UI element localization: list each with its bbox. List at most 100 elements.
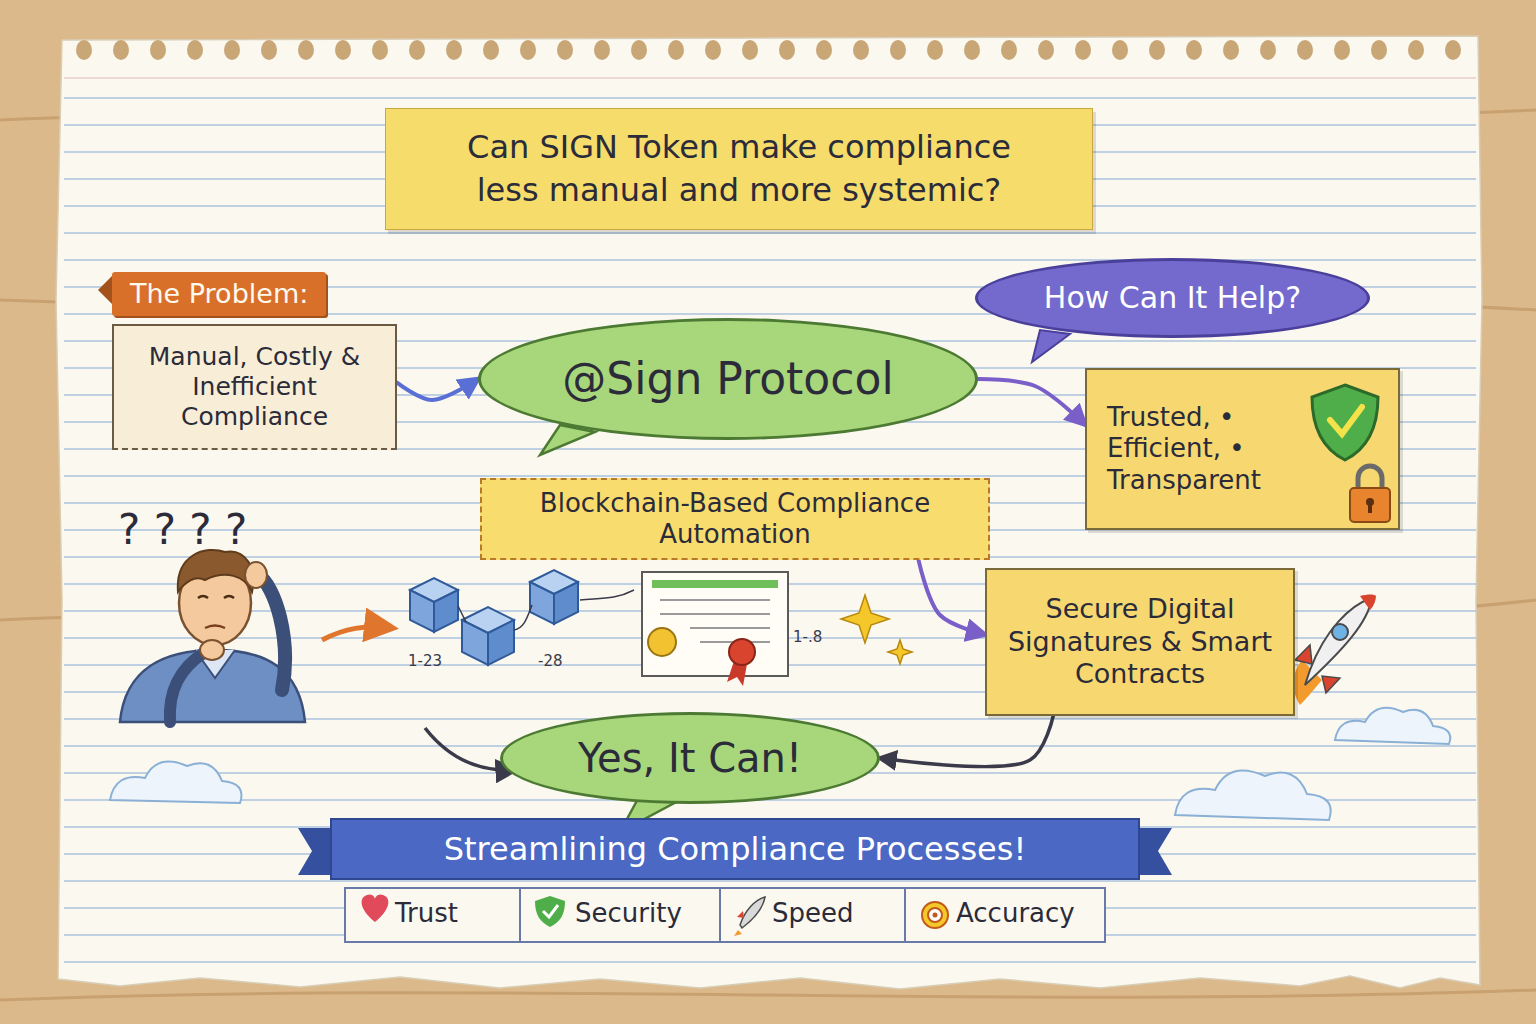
blockchain-cubes — [410, 570, 634, 665]
ribbon-end — [98, 276, 112, 304]
bubble-tail — [1032, 330, 1070, 362]
result-banner: Streamlining Compliance Processes! — [330, 818, 1140, 880]
certificate — [648, 628, 676, 656]
block-number: 1-23 — [408, 652, 442, 670]
blockchain-cubes — [462, 620, 488, 665]
rocket-illustration — [1360, 595, 1376, 611]
blockchain-cubes — [434, 590, 458, 632]
problem-heading: The Problem: — [112, 272, 326, 316]
benefit-cell: Trust — [395, 898, 458, 929]
ribbon-end — [1138, 828, 1172, 875]
rocket-icon — [734, 930, 742, 936]
confused-person — [120, 550, 305, 722]
title-text: Can SIGN Token make compliance less manu… — [439, 126, 1039, 212]
shield-icon — [1330, 407, 1362, 434]
blockchain-cubes — [410, 590, 434, 632]
certificate — [642, 572, 788, 676]
signature-box: Secure Digital Signatures & Smart Contra… — [985, 568, 1295, 716]
padlock-icon — [1358, 466, 1382, 488]
shield-icon — [1312, 385, 1378, 460]
paper-sheet — [56, 0, 1482, 989]
cloud — [110, 708, 1450, 820]
check-shield-icon — [535, 896, 565, 927]
rocket-illustration — [1293, 595, 1376, 706]
shield-icon — [1312, 385, 1378, 460]
flow-arrow — [880, 716, 1053, 767]
blockchain-cubes — [458, 590, 634, 630]
padlock-icon — [1350, 466, 1390, 522]
benefit-cell: Security — [575, 898, 682, 929]
protocol-ellipse: @Sign Protocol — [478, 318, 978, 440]
block-number: 1-.8 — [793, 628, 822, 646]
answer-bubble: Yes, It Can! — [500, 712, 880, 804]
question-marks: ? ? ? ? — [118, 505, 247, 555]
cloud — [1335, 708, 1450, 744]
protocol-name: @Sign Protocol — [562, 353, 893, 406]
confused-person — [245, 562, 267, 588]
confused-person — [205, 626, 225, 629]
check-shield-icon — [543, 905, 558, 917]
rocket-illustration — [1332, 624, 1348, 640]
sparkle-star — [841, 595, 912, 664]
certificate — [729, 639, 755, 665]
flow-arrow — [397, 379, 478, 400]
benefit-cell: Speed — [772, 898, 854, 929]
block-number: -28 — [538, 652, 563, 670]
cloud — [110, 762, 242, 803]
problem-box: The Problem: Manual, Costly & Inefficient… — [112, 272, 397, 450]
rocket-icon — [734, 897, 765, 936]
answer-text: Yes, It Can! — [578, 734, 802, 782]
padlock-icon — [1366, 498, 1374, 506]
paper-sheet — [56, 36, 1482, 989]
flow-arrow — [919, 560, 985, 634]
padlock-icon — [1368, 503, 1372, 513]
problem-text: Manual, Costly & Inefficient Compliance — [112, 324, 397, 450]
benefit-text: Trusted, • Efficient, • Transparent — [1107, 402, 1308, 496]
automation-box: Blockchain-Based Compliance Automation — [480, 478, 990, 560]
blockchain-cubes — [488, 620, 514, 665]
sparkle-star — [888, 640, 912, 664]
padlock-icon — [1350, 488, 1390, 522]
confused-person — [170, 652, 205, 722]
rocket-icon — [737, 911, 744, 918]
certificate — [652, 580, 778, 588]
target-icon — [922, 902, 948, 928]
cloud — [1175, 770, 1331, 820]
flow-arrow — [322, 627, 392, 640]
benefit-strip — [345, 888, 1105, 942]
target-icon — [933, 913, 938, 918]
title-box: Can SIGN Token make compliance less manu… — [385, 108, 1093, 230]
question-text: How Can It Help? — [1044, 280, 1301, 316]
paper-sheet — [64, 0, 1476, 80]
rocket-illustration — [1295, 645, 1340, 693]
certificate — [660, 600, 770, 642]
certificate — [642, 572, 788, 686]
bubble-tail — [540, 425, 595, 455]
confused-person — [178, 550, 254, 592]
confused-person — [258, 575, 285, 690]
heart-icon — [362, 894, 389, 922]
benefit-box: Trusted, • Efficient, • Transparent — [1085, 368, 1400, 530]
paper-sheet — [64, 77, 1476, 78]
confused-person — [198, 596, 234, 598]
target-icon — [922, 902, 948, 928]
rocket-illustration — [1305, 598, 1372, 685]
automation-text: Blockchain-Based Compliance Automation — [502, 488, 968, 550]
check-shield-icon — [535, 896, 565, 927]
ribbon-end — [298, 828, 332, 875]
result-text: Streamlining Compliance Processes! — [444, 830, 1027, 868]
sparkle-star — [841, 595, 889, 643]
question-bubble: How Can It Help? — [975, 258, 1370, 338]
rocket-icon — [740, 897, 765, 928]
blockchain-cubes — [530, 582, 554, 624]
benefit-strip — [345, 888, 1105, 942]
benefit-strip — [520, 888, 905, 942]
signature-text: Secure Digital Signatures & Smart Contra… — [999, 593, 1281, 690]
benefit-cell: Accuracy — [956, 898, 1075, 929]
paper-sheet — [64, 90, 1476, 970]
confused-person — [200, 640, 224, 660]
heart-icon — [362, 894, 389, 922]
